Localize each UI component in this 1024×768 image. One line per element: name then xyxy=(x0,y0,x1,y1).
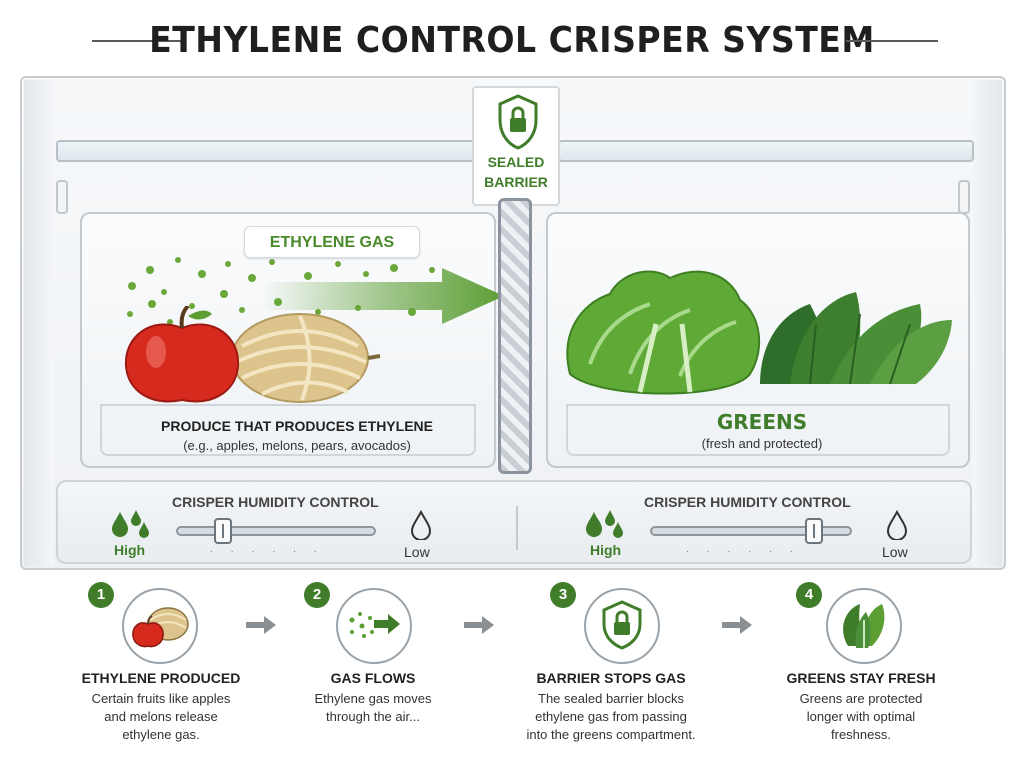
step-1-title: ETHYLENE PRODUCED xyxy=(81,670,241,686)
page-title: ETHYLENE CONTROL CRISPER SYSTEM xyxy=(149,20,875,61)
step-2-desc-line: Ethylene gas moves xyxy=(314,691,432,706)
step-arrow-1 xyxy=(246,616,276,634)
title-bar: ETHYLENE CONTROL CRISPER SYSTEM xyxy=(0,14,1024,66)
step-1-desc-line: ethylene gas. xyxy=(122,727,200,742)
humidity-slider-right[interactable] xyxy=(650,518,852,544)
fridge-right-wall xyxy=(972,80,1002,566)
high-humidity-icon xyxy=(112,510,149,538)
slider-ticks-left: ...... xyxy=(210,544,335,555)
step-3-title: BARRIER STOPS GAS xyxy=(536,670,686,686)
slider-ticks-right: ...... xyxy=(686,544,811,555)
barrier-line-1: SEALED xyxy=(487,154,545,170)
ethylene-produce-examples: (e.g., apples, melons, pears, avocados) xyxy=(183,438,411,453)
leafy-greens xyxy=(566,270,952,395)
ethylene-produce xyxy=(124,306,381,403)
step-1-desc-line: and melons release xyxy=(104,709,218,724)
gas-flow-arrow xyxy=(262,268,504,324)
step-arrow-2 xyxy=(464,616,494,634)
step-1-icon-circle xyxy=(122,588,198,664)
melon-icon xyxy=(231,313,381,403)
step-2-description: Ethylene gas moves through the air... xyxy=(268,690,478,726)
step-3-desc-line: ethylene gas from passing xyxy=(535,709,687,724)
sealed-barrier-label: SEALED BARRIER xyxy=(472,152,560,192)
step-1-description: Certain fruits like apples and melons re… xyxy=(56,690,266,744)
step-3-icon-circle xyxy=(584,588,660,664)
high-humidity-icon xyxy=(586,510,623,538)
step-arrow-3 xyxy=(722,616,752,634)
humidity-high-label-right: High xyxy=(590,542,622,558)
step-4-icon-circle xyxy=(826,588,902,664)
gas-flow-icon xyxy=(349,612,400,638)
step-2-desc-line: through the air... xyxy=(326,709,420,724)
drawer-lip xyxy=(100,404,476,406)
step-3-desc-line: into the greens compartment. xyxy=(526,727,696,742)
step-3-number: 3 xyxy=(550,582,576,608)
step-4-desc-line: freshness. xyxy=(831,727,891,742)
humidity-slider-knob-right[interactable] xyxy=(805,518,823,544)
step-3-description: The sealed barrier blocks ethylene gas f… xyxy=(496,690,726,744)
low-humidity-icon xyxy=(410,510,432,540)
step-4-desc-line: Greens are protected xyxy=(799,691,923,706)
shield-lock-icon xyxy=(602,600,642,650)
humidity-slider-knob-left[interactable] xyxy=(214,518,232,544)
ethylene-gas-label: ETHYLENE GAS xyxy=(244,226,420,258)
glass-shelf-right xyxy=(558,140,974,162)
step-4-number: 4 xyxy=(796,582,822,608)
shield-lock-icon xyxy=(498,94,538,150)
title-rule-left xyxy=(92,40,184,42)
glass-shelf-left xyxy=(56,140,496,162)
step-4-desc-line: longer with optimal xyxy=(806,709,916,724)
ethylene-gas-flow xyxy=(127,257,504,325)
fridge-interior: ETHYLENE GAS PRODUCE THAT PRODUCES ETHYL… xyxy=(20,76,1006,570)
humidity-control-title-left: CRISPER HUMIDITY CONTROL xyxy=(172,494,379,510)
humidity-low-label-right: Low xyxy=(882,544,908,560)
apple-melon-icon xyxy=(132,607,189,648)
sealed-barrier-badge xyxy=(472,86,560,206)
low-humidity-icon xyxy=(886,510,908,540)
drawer-front xyxy=(100,406,476,456)
step-4-title: GREENS STAY FRESH xyxy=(786,670,936,686)
sealed-barrier-divider xyxy=(498,198,532,474)
humidity-control-panel: CRISPER HUMIDITY CONTROL High ...... Low… xyxy=(56,480,972,564)
title-rule-right xyxy=(846,40,938,42)
leafy-greens-icon xyxy=(843,604,885,648)
ethylene-produce-heading: PRODUCE THAT PRODUCES ETHYLENE xyxy=(161,418,433,434)
step-2-icon-circle xyxy=(336,588,412,664)
drawer-rail-left xyxy=(56,180,68,214)
greens-heading: GREENS xyxy=(716,410,808,434)
herbs-icon xyxy=(760,292,952,385)
step-3-desc-line: The sealed barrier blocks xyxy=(538,691,684,706)
apple-icon xyxy=(124,306,240,403)
humidity-control-title-right: CRISPER HUMIDITY CONTROL xyxy=(644,494,851,510)
drawer-lip xyxy=(566,404,950,406)
humidity-slider-left[interactable] xyxy=(176,518,376,544)
drawer-rail-right xyxy=(958,180,970,214)
step-2-title: GAS FLOWS xyxy=(330,670,416,686)
step-1-desc-line: Certain fruits like apples xyxy=(91,691,231,706)
step-4-description: Greens are protected longer with optimal… xyxy=(756,690,966,744)
drawer-front xyxy=(566,406,950,456)
step-1-number: 1 xyxy=(88,582,114,608)
panel-divider xyxy=(516,506,518,550)
humidity-high-label-left: High xyxy=(114,542,146,558)
step-2-number: 2 xyxy=(304,582,330,608)
lettuce-icon xyxy=(566,270,761,395)
greens-subheading: (fresh and protected) xyxy=(701,436,823,451)
humidity-low-label-left: Low xyxy=(404,544,430,560)
barrier-line-2: BARRIER xyxy=(484,174,548,190)
fridge-left-wall xyxy=(24,80,54,566)
